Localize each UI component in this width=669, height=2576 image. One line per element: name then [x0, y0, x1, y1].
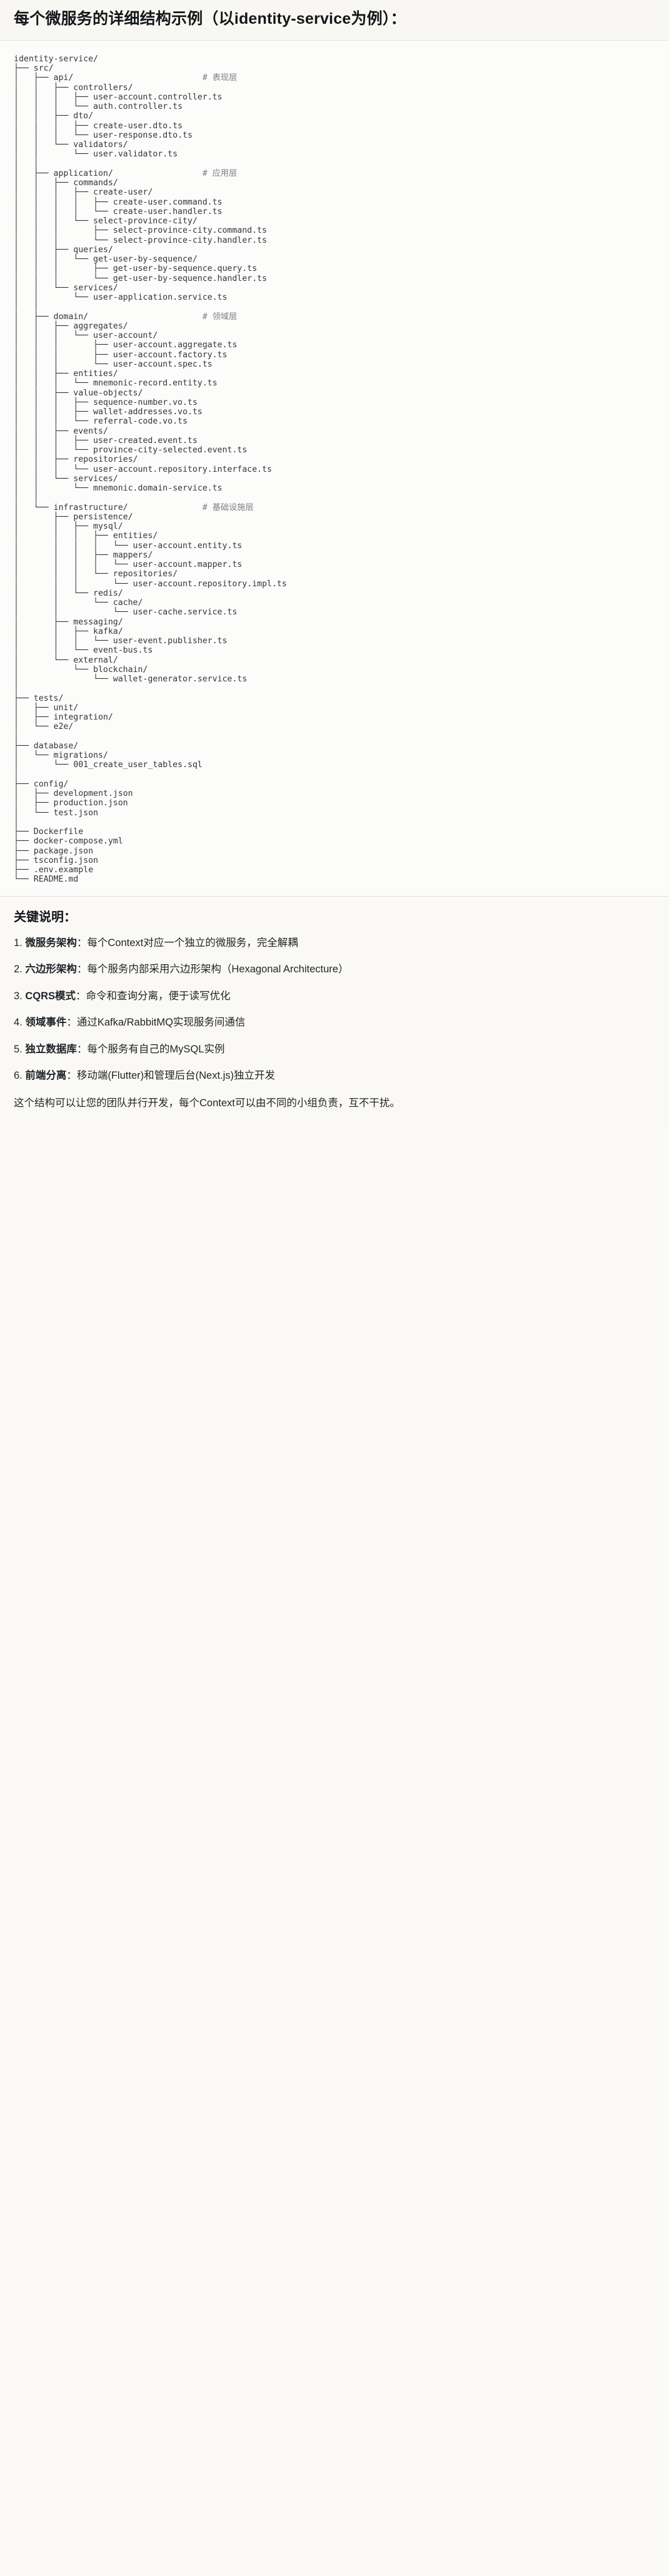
key-points-title: 关键说明： — [14, 910, 76, 924]
directory-tree-block: identity-service/ ├── src/ │ ├── api/ # … — [0, 40, 669, 896]
item-term: 领域事件 — [25, 1017, 67, 1029]
item-separator: ： — [66, 1070, 77, 1082]
item-term: 六边形架构 — [25, 964, 77, 975]
list-item: 1. 微服务架构：每个Context对应一个独立的微服务，完全解耦 — [14, 935, 655, 952]
item-separator: ： — [76, 964, 88, 975]
item-description: 移动端(Flutter)和管理后台(Next.js)独立开发 — [76, 1070, 276, 1082]
item-description: 每个Context对应一个独立的微服务，完全解耦 — [87, 937, 298, 949]
item-term: 独立数据库 — [25, 1043, 77, 1055]
item-index: 1. — [14, 937, 23, 949]
closing-paragraph: 这个结构可以让您的团队并行开发，每个Context可以由不同的小组负责，互不干扰… — [14, 1097, 400, 1109]
directory-tree: identity-service/ ├── src/ │ ├── api/ # … — [14, 54, 287, 885]
item-description: 每个服务有自己的MySQL实例 — [87, 1043, 225, 1055]
item-separator: ： — [76, 937, 88, 949]
tree-divider — [0, 895, 669, 897]
key-points-section: 关键说明： 1. 微服务架构：每个Context对应一个独立的微服务，完全解耦 … — [0, 896, 669, 1128]
item-index: 3. — [14, 990, 23, 1002]
item-index: 6. — [14, 1070, 23, 1082]
item-separator: ： — [66, 1017, 77, 1029]
item-term: CQRS模式 — [25, 990, 76, 1002]
title-divider — [0, 39, 669, 41]
item-index: 5. — [14, 1043, 23, 1055]
item-description: 通过Kafka/RabbitMQ实现服务间通信 — [76, 1017, 246, 1029]
document-page: 每个微服务的详细结构示例（以identity-service为例）： ident… — [0, 0, 669, 1128]
item-description: 每个服务内部采用六边形架构（Hexagonal Architecture） — [87, 964, 349, 975]
item-term: 微服务架构 — [25, 937, 77, 949]
tree-comment: # 应用层 — [202, 168, 238, 178]
item-term: 前端分离 — [25, 1070, 67, 1082]
tree-comment: # 领域层 — [202, 312, 238, 322]
item-separator: ： — [76, 1043, 88, 1055]
list-item: 4. 领域事件：通过Kafka/RabbitMQ实现服务间通信 — [14, 1015, 655, 1031]
item-separator: ： — [76, 990, 86, 1002]
list-item: 6. 前端分离：移动端(Flutter)和管理后台(Next.js)独立开发 — [14, 1068, 655, 1084]
list-item: 3. CQRS模式：命令和查询分离，便于读写优化 — [14, 989, 655, 1005]
list-item: 2. 六边形架构：每个服务内部采用六边形架构（Hexagonal Archite… — [14, 962, 655, 978]
list-item: 5. 独立数据库：每个服务有自己的MySQL实例 — [14, 1042, 655, 1058]
key-points-list: 1. 微服务架构：每个Context对应一个独立的微服务，完全解耦 2. 六边形… — [14, 935, 655, 1084]
item-index: 2. — [14, 964, 23, 975]
tree-comment: # 表现层 — [202, 73, 238, 83]
item-description: 命令和查询分离，便于读写优化 — [86, 990, 231, 1002]
page-title: 每个微服务的详细结构示例（以identity-service为例）： — [0, 0, 669, 40]
item-index: 4. — [14, 1017, 23, 1029]
tree-comment: # 基础设施层 — [202, 502, 254, 512]
